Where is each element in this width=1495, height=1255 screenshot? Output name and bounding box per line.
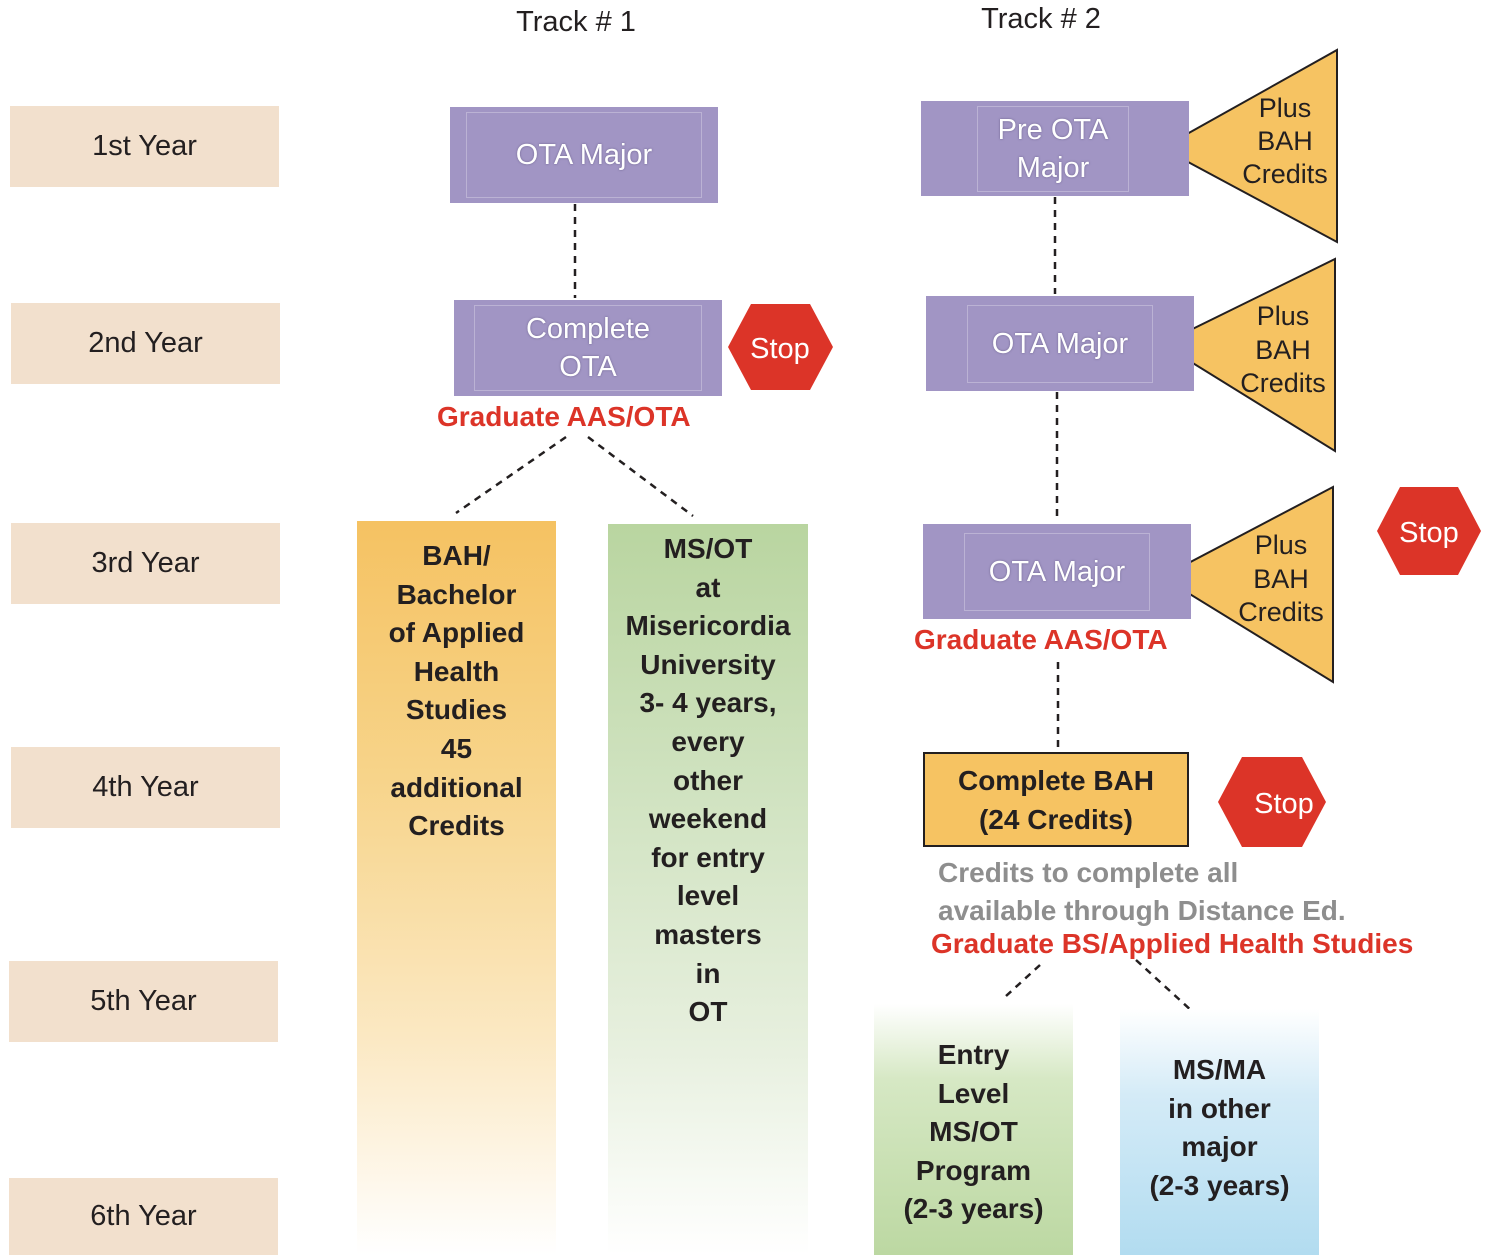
year-2-label: 2nd Year [11, 303, 280, 384]
triangle-1-line-3: Credits [1242, 159, 1328, 189]
entry-column-line: Program [915, 1154, 1032, 1186]
bah-column-line: of Applied [388, 617, 525, 649]
stop-sign-track1 [728, 304, 833, 390]
msma-column-line: major [1181, 1131, 1258, 1163]
bah-column-line: Credits [408, 810, 505, 842]
triangle-3-line-2: BAH [1253, 564, 1309, 594]
msot-column-line: weekend [648, 803, 768, 835]
entry-column-line: MS/OT [929, 1116, 1018, 1148]
msot-column-line: for entry [651, 841, 765, 873]
msot-column-line: 3- 4 years, [639, 687, 777, 719]
stop-sign-track2-year4 [1218, 757, 1326, 847]
track2-graduate-bs-label: Graduate BS/Applied Health Studies [931, 928, 1414, 959]
plus-bah-triangle-1 [1159, 48, 1338, 244]
msma-column-line: in other [1168, 1092, 1271, 1124]
track1-graduate-aas-label: Graduate AAS/OTA [437, 401, 691, 432]
year-1-label: 1st Year [10, 106, 279, 187]
msma-column: MS/MA in other major (2-3 years) [1120, 1009, 1319, 1255]
bah-column: BAH/ Bachelor of Applied Health Studies … [357, 521, 556, 1255]
entry-level-msot-column: Entry Level MS/OT Program (2-3 years) [874, 1004, 1073, 1255]
complete-bah-line-2: (24 Credits) [978, 803, 1134, 835]
track2-ota-major-box-2: OTA Major [926, 296, 1194, 391]
track2-ota-major-label-2: OTA Major [967, 304, 1153, 383]
year-3-label: 3rd Year [11, 523, 280, 604]
entry-column-line: Entry [937, 1039, 1010, 1070]
entry-column-line: (2-3 years) [903, 1193, 1044, 1225]
triangle-1-line-2: BAH [1257, 126, 1313, 156]
entry-column-line: Level [937, 1077, 1010, 1109]
track-1-title: Track # 1 [516, 6, 636, 38]
track2-pre-ota-major-box: Pre OTA Major [921, 101, 1189, 196]
track2-pre-ota-line-1: Pre OTA [997, 113, 1109, 146]
stop-sign-track2-year3 [1377, 487, 1481, 575]
year-6-label: 6th Year [9, 1178, 278, 1255]
msot-column-line: level [676, 880, 740, 912]
track1-complete-ota-line-2: OTA [559, 351, 617, 383]
track1-branch-left [455, 435, 567, 515]
track2-graduate-aas-label: Graduate AAS/OTA [914, 624, 1168, 655]
plus-bah-triangle-2 [1159, 257, 1336, 453]
year-4-label: 4th Year [11, 747, 280, 828]
bah-column-line: Studies [405, 694, 508, 726]
distance-ed-line-1: Credits to complete all [938, 857, 1239, 888]
msot-column-line: masters [654, 918, 762, 950]
triangle-2-line-1: Plus [1257, 301, 1310, 331]
track2-pre-ota-line-2: Major [1016, 151, 1090, 184]
stop-sign-track1-label: Stop [750, 333, 810, 365]
track2-ota-major-box-3: OTA Major [923, 524, 1191, 619]
msot-column: MS/OT at Misericordia University 3- 4 ye… [608, 524, 808, 1255]
triangle-1-line-1: Plus [1259, 93, 1312, 123]
track1-branch-right [587, 436, 694, 517]
msot-column-line: at [695, 571, 721, 603]
track2-branch-left [1005, 964, 1041, 997]
msot-column-line: OT [688, 996, 728, 1028]
triangle-3-line-3: Credits [1238, 597, 1324, 627]
track1-complete-ota-line-1: Complete [525, 313, 651, 345]
msot-column-line: other [672, 764, 743, 796]
msot-column-line: every [671, 725, 745, 757]
track1-ota-major-label: OTA Major [466, 112, 702, 198]
complete-bah-box: Complete BAH (24 Credits) [923, 752, 1189, 847]
bah-column-line: additional [390, 771, 523, 803]
track2-branch-right [1135, 959, 1194, 1013]
stop-sign-track2-year4-label: Stop [1254, 788, 1314, 820]
triangle-3-line-1: Plus [1255, 530, 1308, 560]
msot-column-line: Misericordia [625, 610, 791, 642]
msot-column-line: University [640, 648, 776, 680]
bah-column-line: 45 [440, 732, 473, 764]
triangle-2-line-3: Credits [1240, 368, 1326, 398]
triangle-2-line-2: BAH [1255, 335, 1311, 365]
track1-complete-ota-box: Complete OTA [454, 300, 722, 396]
track-2-title: Track # 2 [981, 3, 1101, 35]
year-5-label: 5th Year [9, 961, 278, 1042]
track1-ota-major-box: OTA Major [450, 107, 718, 203]
bah-column-line: Bachelor [396, 578, 517, 610]
bah-column-line: Health [413, 655, 500, 687]
distance-ed-line-2: available through Distance Ed. [938, 895, 1346, 926]
msma-column-line: MS/MA [1172, 1054, 1267, 1085]
plus-bah-triangle-3 [1159, 485, 1334, 684]
complete-bah-line-1: Complete BAH [957, 764, 1154, 796]
msot-column-line: MS/OT [663, 533, 753, 564]
msot-column-line: in [695, 957, 721, 989]
stop-sign-track2-year3-label: Stop [1399, 517, 1459, 549]
track2-ota-major-label-3: OTA Major [964, 532, 1150, 611]
bah-column-line: BAH/ [422, 540, 491, 571]
msma-column-line: (2-3 years) [1149, 1169, 1290, 1201]
